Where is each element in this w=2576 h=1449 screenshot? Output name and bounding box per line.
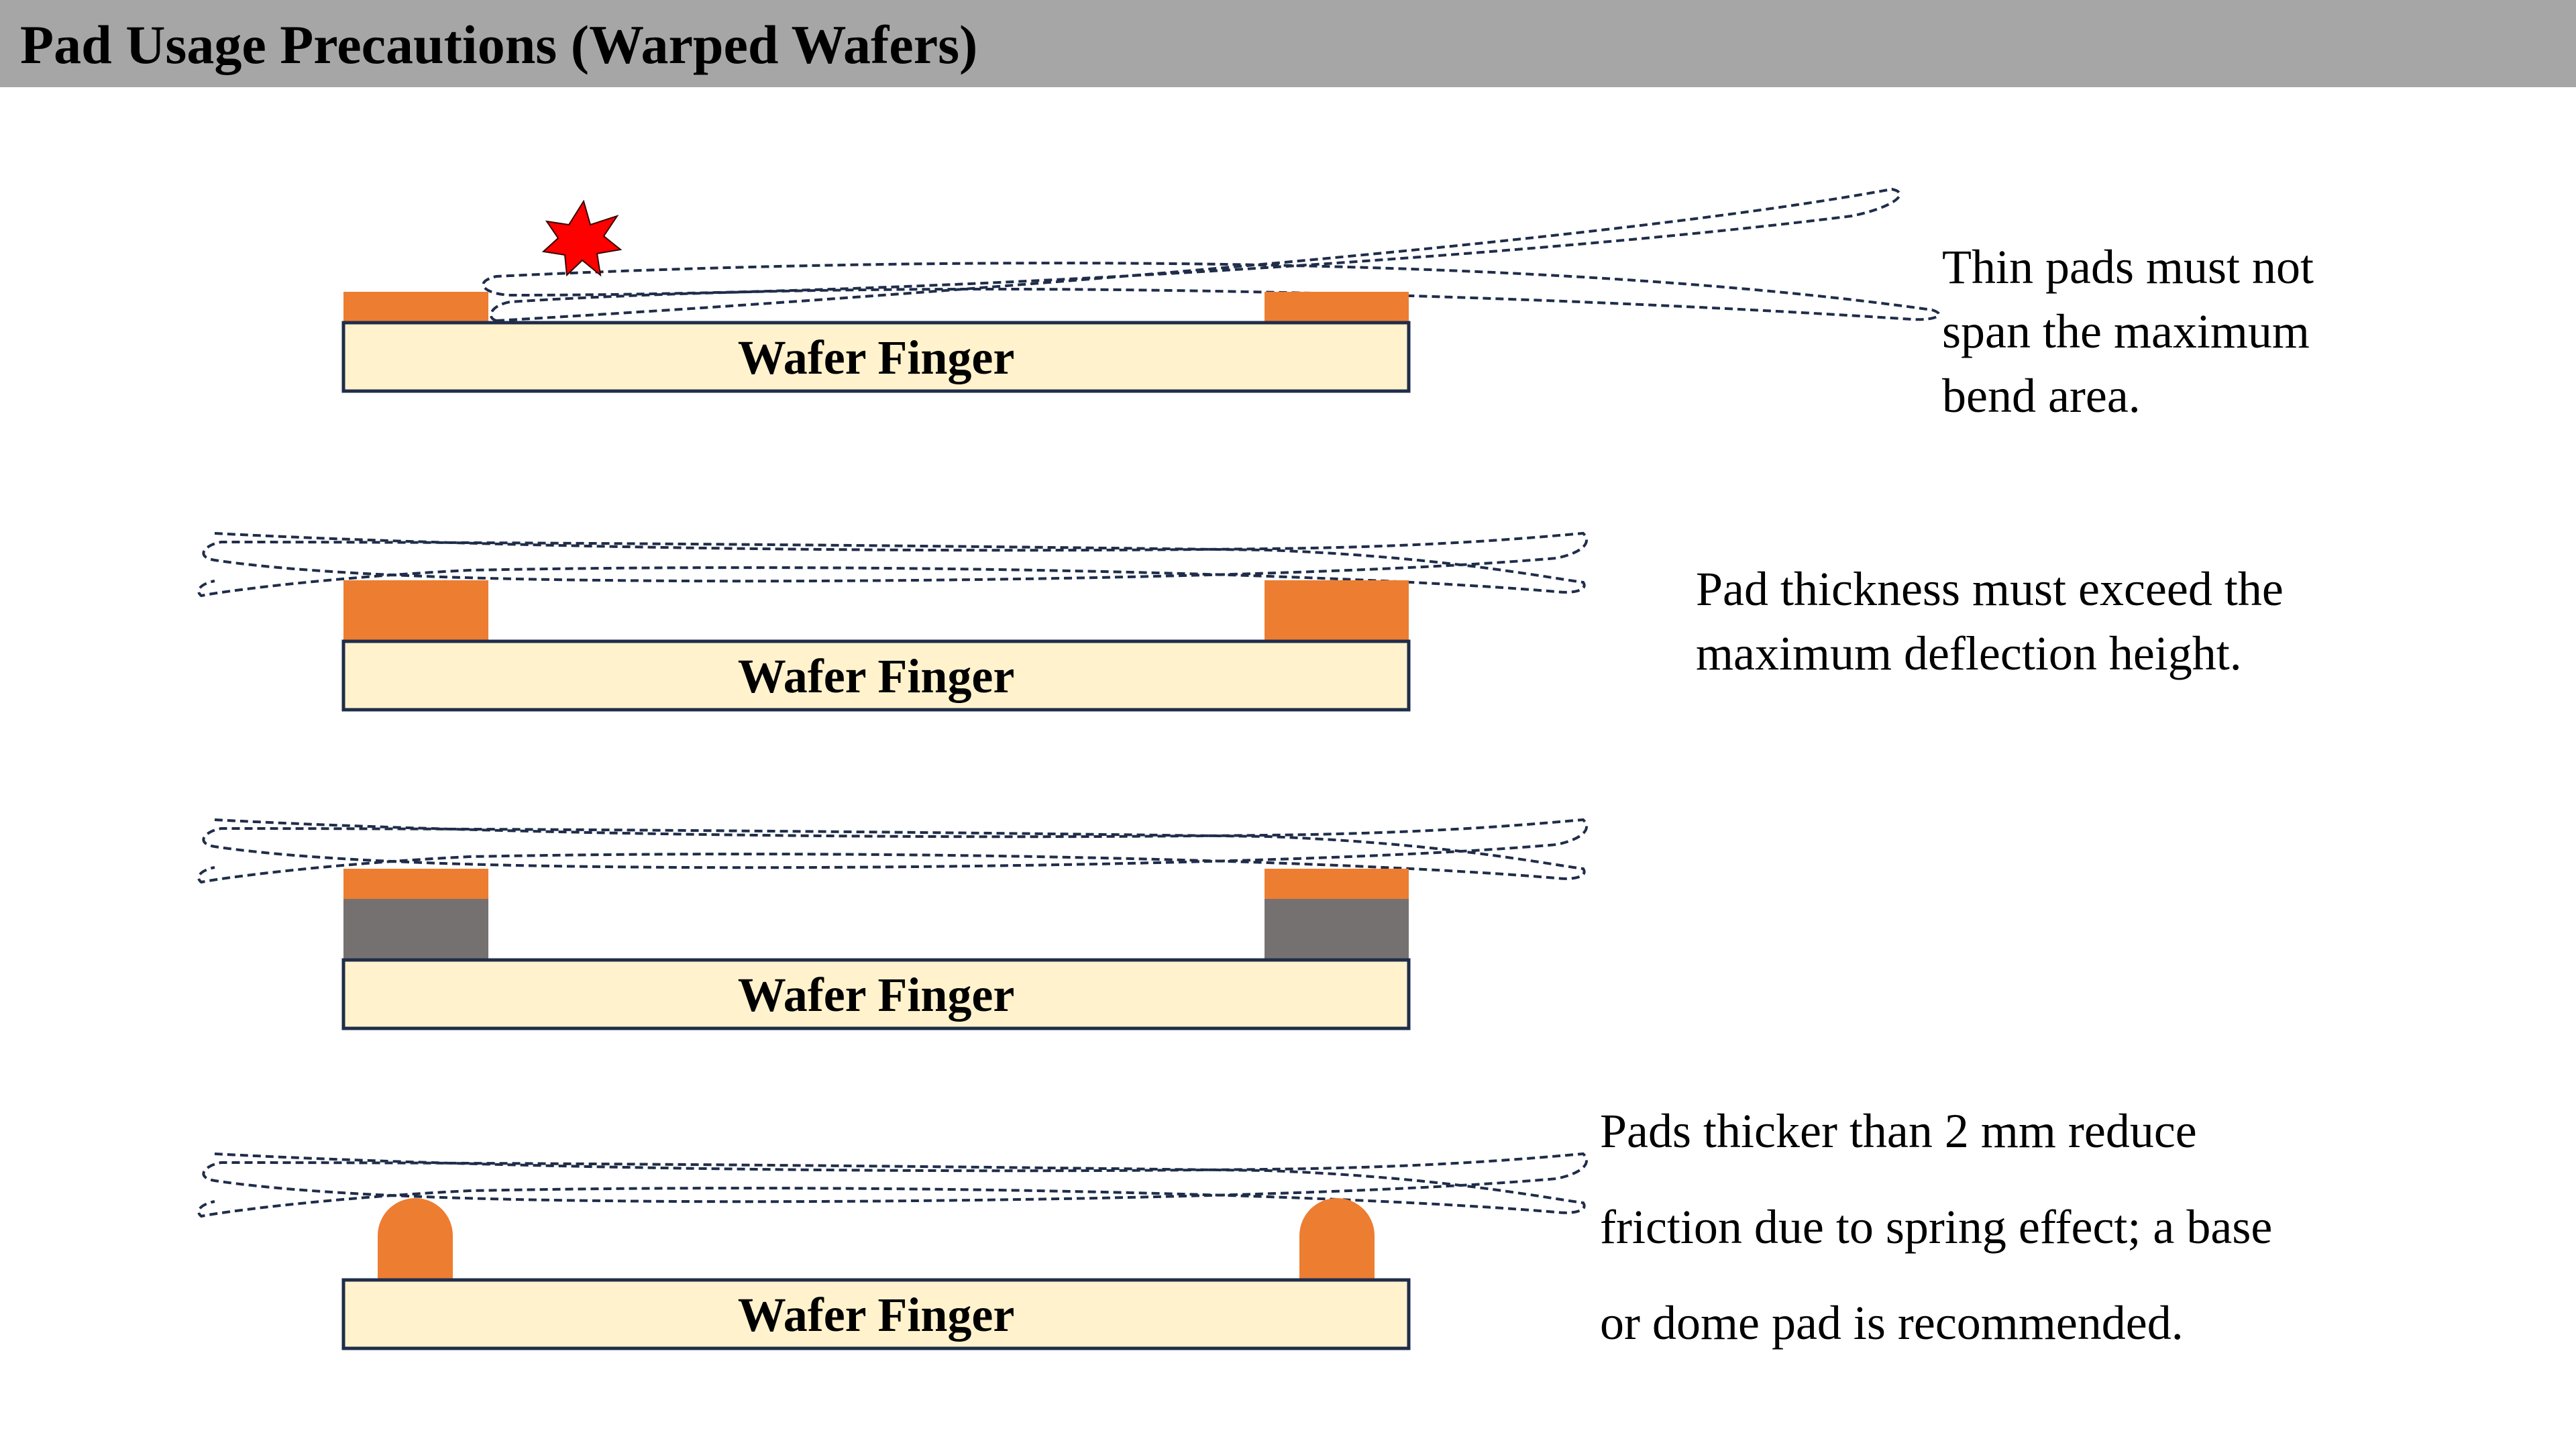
- warped-wafer: [197, 1152, 1588, 1218]
- collision-burst-icon: [541, 199, 623, 277]
- wafer-finger: [341, 958, 1411, 1030]
- note-line: or dome pad is recommended.: [1600, 1296, 2184, 1350]
- panel-3: Wafer Finger: [197, 818, 1588, 1030]
- thin-pad-left: [343, 292, 488, 323]
- warped-wafer: [197, 818, 1588, 884]
- note-line: span the maximum: [1942, 305, 2310, 358]
- wafer-finger: [341, 321, 1411, 393]
- wafer-finger-label: Wafer Finger: [738, 649, 1015, 703]
- note-line: Pad thickness must exceed the: [1696, 562, 2284, 616]
- note-thick-pads: Pad thickness must exceed the maximum de…: [1696, 557, 2284, 686]
- note-dome-pads: Pads thicker than 2 mm reduce friction d…: [1600, 1083, 2272, 1371]
- note-line: Pads thicker than 2 mm reduce: [1600, 1104, 2197, 1158]
- dome-pad-right: [1299, 1198, 1375, 1281]
- panel-4: Wafer Finger: [197, 1152, 1588, 1350]
- pad-base-right: [1265, 899, 1409, 960]
- note-line: maximum deflection height.: [1696, 627, 2242, 680]
- wafer-finger: [341, 639, 1411, 712]
- thick-pad-left: [343, 580, 488, 641]
- wafer-finger-label: Wafer Finger: [738, 1288, 1015, 1342]
- page-title: Pad Usage Precautions (Warped Wafers): [20, 14, 978, 75]
- note-line: bend area.: [1942, 369, 2141, 423]
- thick-pad-right: [1265, 580, 1409, 641]
- panel-1: Wafer Finger: [341, 187, 1941, 393]
- warped-wafer: [197, 531, 1588, 598]
- dome-pad-left: [378, 1198, 453, 1281]
- note-thin-pads: Thin pads must not span the maximum bend…: [1942, 235, 2314, 428]
- panel-2: Wafer Finger: [197, 531, 1588, 712]
- wafer-finger-label: Wafer Finger: [738, 331, 1015, 384]
- note-line: friction due to spring effect; a base: [1600, 1200, 2273, 1254]
- wafer-finger-label: Wafer Finger: [738, 968, 1015, 1022]
- note-line: Thin pads must not: [1942, 240, 2314, 294]
- pad-base-left: [343, 899, 488, 960]
- wafer-finger: [341, 1278, 1411, 1350]
- warped-wafer: [482, 187, 1941, 323]
- title-bar: [0, 0, 2576, 87]
- pad-right: [1265, 869, 1409, 899]
- thin-pad-right: [1265, 292, 1409, 323]
- pad-left: [343, 869, 488, 899]
